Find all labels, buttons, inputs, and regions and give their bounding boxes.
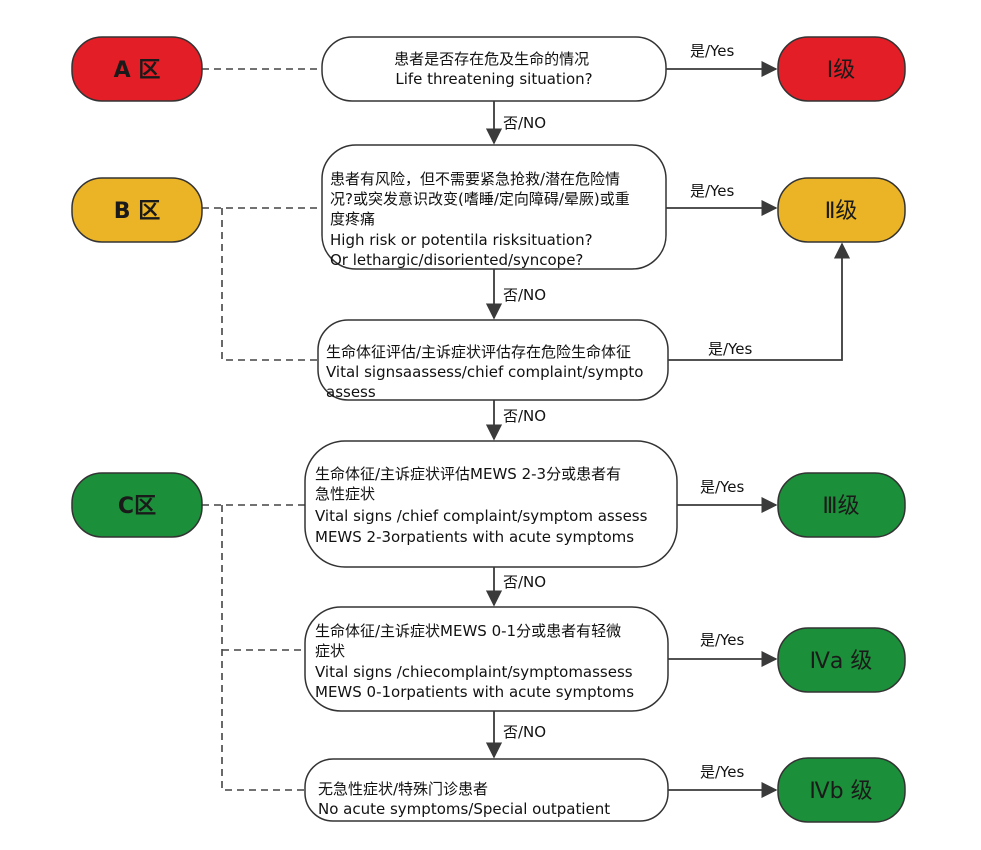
no-label-5: 否/NO — [503, 723, 546, 741]
yes-label-3: 是/Yes — [708, 340, 752, 358]
decision-d2: 患者有风险，但不需要紧急抢救/潜在危险情 况?或突发意识改变(嗜睡/定向障碍/晕… — [321, 144, 667, 270]
zone-c-label: C区 — [118, 494, 156, 519]
zone-b-connector-vertical — [221, 208, 318, 361]
decision-d2-text: 患者有风险，但不需要紧急抢救/潜在危险情 况?或突发意识改变(嗜睡/定向障碍/晕… — [330, 170, 635, 269]
decision-d1-text: 患者是否存在危及生命的情况 Life threatening situation… — [394, 50, 594, 88]
grade-4b: Ⅳb 级 — [777, 757, 906, 823]
grade-2: Ⅱ级 — [777, 177, 906, 243]
zone-connectors — [202, 68, 322, 791]
no-label-1: 否/NO — [503, 114, 546, 132]
grade-1: Ⅰ级 — [777, 36, 906, 102]
yes-label-1: 是/Yes — [690, 42, 734, 60]
grade-3-label: Ⅲ级 — [822, 494, 859, 519]
grade-1-label: Ⅰ级 — [827, 58, 856, 83]
zone-c: C区 — [71, 472, 203, 538]
decision-d1: 患者是否存在危及生命的情况 Life threatening situation… — [321, 36, 667, 102]
zone-c-connector-vertical — [221, 505, 305, 791]
decision-d6-text: 无急性症状/特殊门诊患者 No acute symptoms/Special o… — [318, 780, 610, 818]
zone-b: B 区 — [71, 177, 203, 243]
grade-4a-label: Ⅳa 级 — [810, 649, 873, 674]
decision-d4-text: 生命体征/主诉症状评估MEWS 2-3分或患者有 急性症状 Vital sign… — [315, 465, 652, 546]
decision-d4: 生命体征/主诉症状评估MEWS 2-3分或患者有 急性症状 Vital sign… — [304, 440, 678, 568]
zone-a: A 区 — [71, 36, 203, 102]
decision-d3-text: 生命体征评估/主诉症状评估存在危险生命体征 Vital signsaassess… — [326, 343, 648, 401]
decision-d3: 生命体征评估/主诉症状评估存在危险生命体征 Vital signsaassess… — [317, 319, 669, 401]
yes-label-4: 是/Yes — [700, 478, 744, 496]
no-label-3: 否/NO — [503, 407, 546, 425]
decision-d6: 无急性症状/特殊门诊患者 No acute symptoms/Special o… — [304, 758, 669, 822]
grade-4a: Ⅳa 级 — [777, 627, 906, 693]
no-label-4: 否/NO — [503, 573, 546, 591]
yes-arrows — [666, 60, 851, 799]
grade-3: Ⅲ级 — [777, 472, 906, 538]
zone-a-label: A 区 — [114, 58, 161, 83]
yes-label-2: 是/Yes — [690, 182, 734, 200]
grade-2-label: Ⅱ级 — [825, 199, 858, 224]
no-label-2: 否/NO — [503, 286, 546, 304]
decision-d5: 生命体征/主诉症状MEWS 0-1分或患者有轻微 症状 Vital signs … — [304, 606, 669, 712]
grade-4b-label: Ⅳb 级 — [809, 779, 872, 804]
yes-label-6: 是/Yes — [700, 763, 744, 781]
yes-arrow-3 — [668, 242, 851, 361]
yes-label-5: 是/Yes — [700, 631, 744, 649]
decision-d5-text: 生命体征/主诉症状MEWS 0-1分或患者有轻微 症状 Vital signs … — [315, 622, 637, 701]
zone-b-label: B 区 — [114, 199, 160, 224]
